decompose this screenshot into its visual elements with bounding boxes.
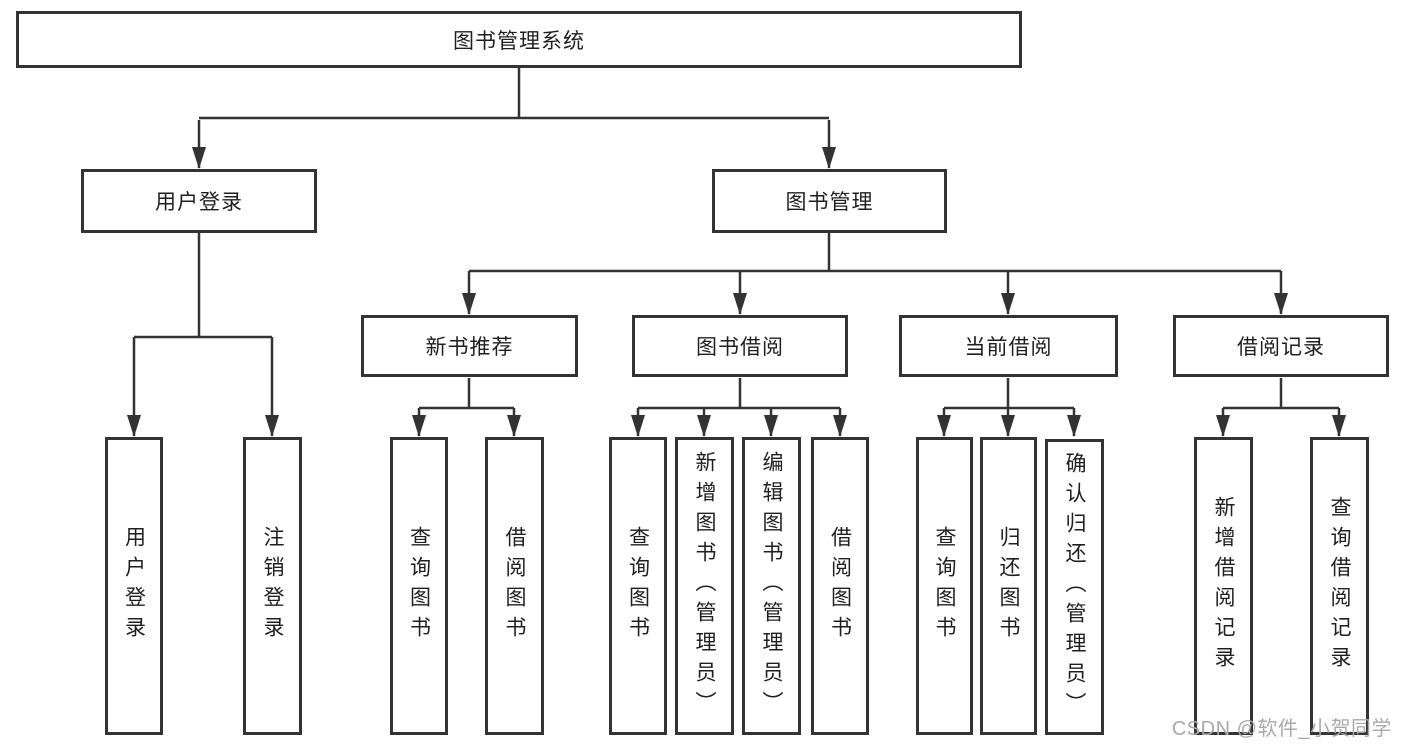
connector-currentborrow-trunk — [944, 378, 1074, 410]
connector-bookborrow-trunk — [638, 378, 840, 410]
connector-root-trunk — [199, 68, 829, 120]
node-leaf-current-query-books: 查询图书 — [916, 437, 973, 735]
node-book-management: 图书管理 — [712, 169, 947, 233]
node-leaf-logout: 注销登录 — [243, 437, 302, 735]
node-leaf-user-login: 用户登录 — [105, 437, 163, 735]
node-borrow-records: 借阅记录 — [1173, 315, 1389, 377]
node-leaf-borrow-borrow-books: 借阅图书 — [811, 437, 869, 735]
node-current-borrow: 当前借阅 — [899, 315, 1118, 377]
connector-newbook-trunk — [419, 378, 514, 410]
node-leaf-borrow-edit-books-admin: 编辑图书（管理员） — [742, 437, 801, 735]
node-leaf-recommend-query-books: 查询图书 — [390, 437, 448, 735]
connector-userlogin-trunk — [134, 233, 272, 339]
connector-bookmgmt-trunk — [469, 233, 1281, 273]
node-user-login: 用户登录 — [81, 169, 317, 233]
node-leaf-borrow-add-books-admin: 新增图书（管理员） — [675, 437, 734, 735]
node-leaf-recommend-borrow-books: 借阅图书 — [485, 437, 544, 735]
node-new-book-recommend: 新书推荐 — [361, 315, 578, 377]
connector-records-trunk — [1223, 378, 1339, 410]
node-leaf-borrow-query-books: 查询图书 — [609, 437, 667, 735]
node-leaf-current-return-books: 归还图书 — [980, 437, 1037, 735]
watermark: CSDN @软件_小贺同学 — [1171, 718, 1392, 740]
node-root-system: 图书管理系统 — [16, 11, 1022, 68]
node-leaf-records-add-record: 新增借阅记录 — [1194, 437, 1253, 735]
node-book-borrow: 图书借阅 — [632, 315, 848, 377]
node-leaf-records-query-record: 查询借阅记录 — [1310, 437, 1369, 735]
node-leaf-current-confirm-return-admin: 确认归还（管理员） — [1045, 439, 1104, 735]
